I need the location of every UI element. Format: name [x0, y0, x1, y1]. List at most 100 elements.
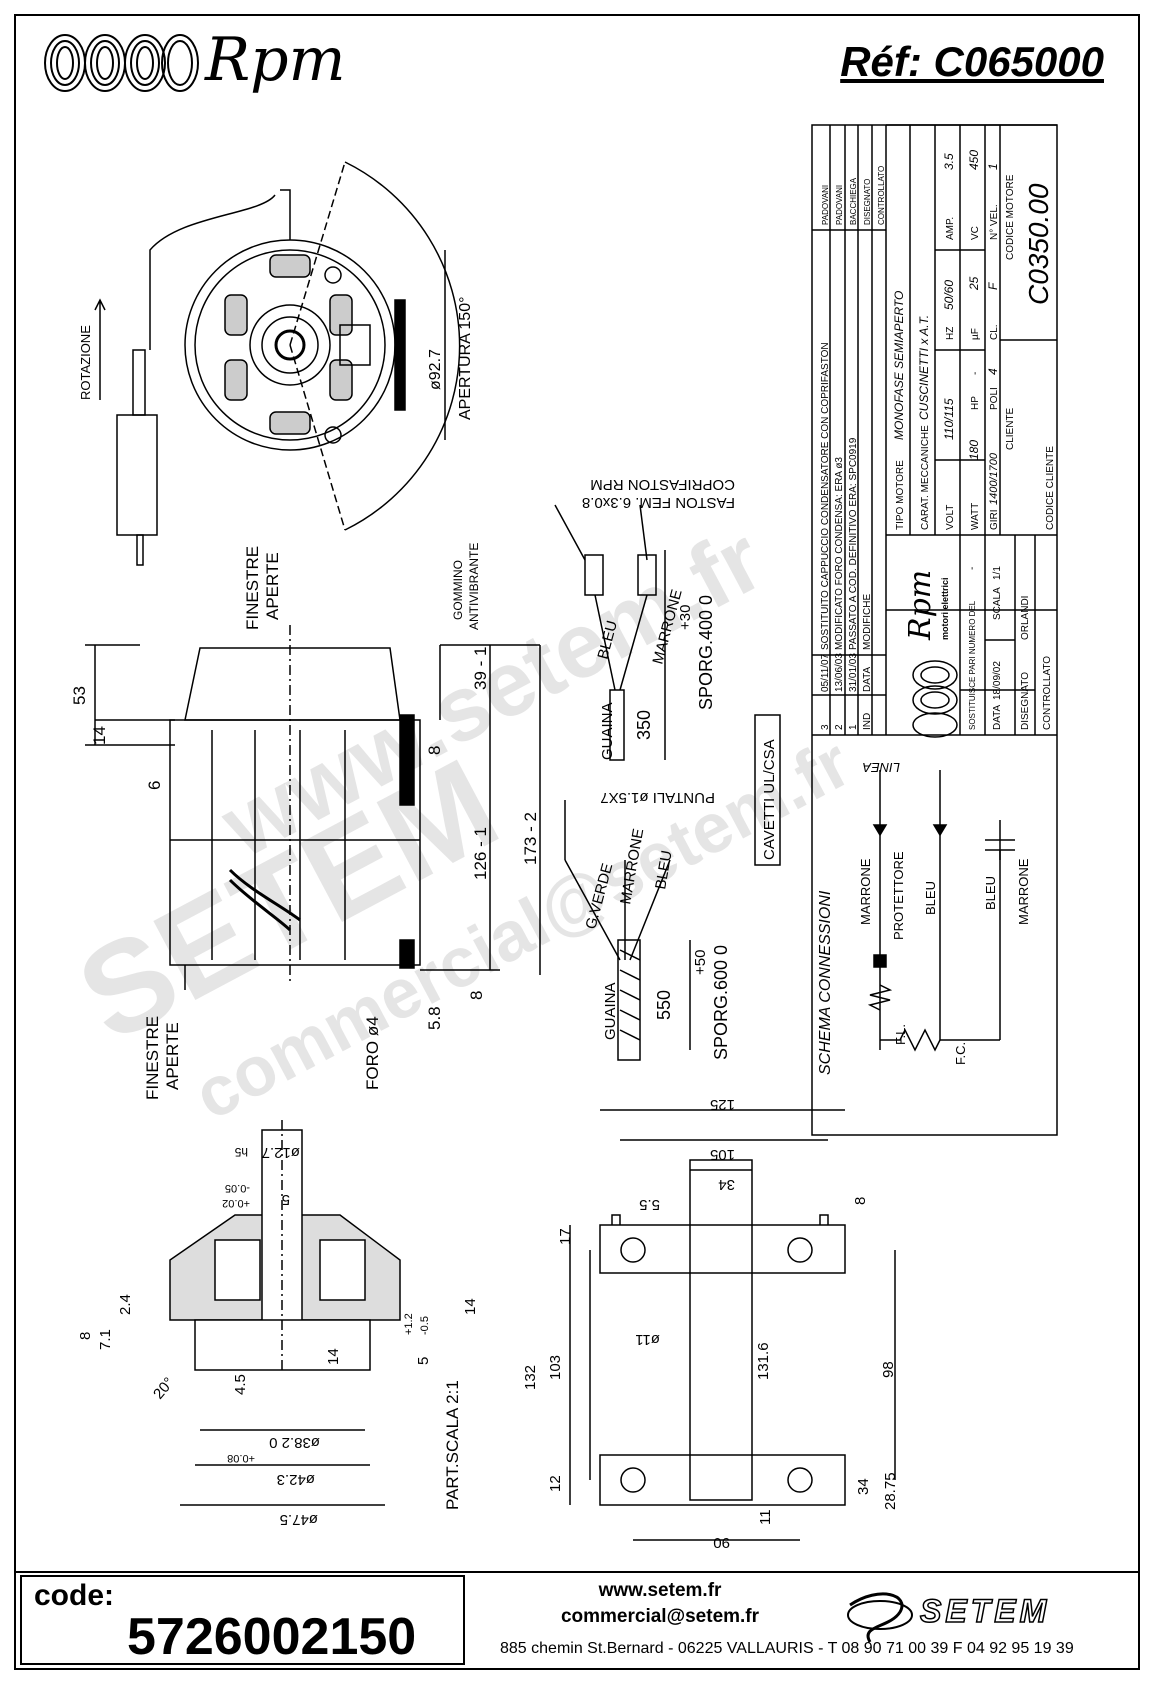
bracket-132: 132 [522, 1365, 539, 1390]
nvel-value: 1 [986, 163, 1000, 170]
data-label: DATA [992, 704, 1003, 730]
side-dim-14: 14 [90, 726, 109, 745]
hp-label: HP [970, 396, 981, 410]
sostituisce-value: - [967, 567, 978, 570]
upper-wire-harness [554, 504, 666, 761]
tb-rpm-brand: Rpm [903, 570, 938, 641]
title-block-frame [811, 124, 1058, 1136]
controllato-label: CONTROLLATO [1042, 656, 1053, 730]
scala-label: SCALA [992, 587, 1003, 620]
code-value: 5726002150 [127, 1608, 417, 1666]
upper-wire-labels: FASTON FEM. 6.3x0.8 COPRIFASTON RPM BLEU… [582, 476, 735, 760]
bearing-d475: ø47.5 [280, 1511, 318, 1528]
lower-wire-labels: PUNTALI ø1.5X7 G.VERDE MARRONE BLEU GUAI… [582, 789, 731, 1060]
amp-label: AMP. [945, 217, 956, 240]
bearing-20deg: 20° [150, 1374, 178, 1402]
schema-labels: SCHEMA CONNESSIONI LINEA MARRONE PROTETT… [817, 760, 1031, 1075]
bracket-labels: 125 105 34 5.5 8 17 ø11 131.6 98 132 103… [522, 1096, 899, 1551]
lower-guaina: GUAINA [602, 982, 619, 1040]
tb-rpm-coil-icon [912, 660, 958, 738]
schema-marrone2: MARRONE [1016, 858, 1031, 925]
watt-value: 180 [967, 440, 981, 460]
side-dim-173: 173 - 2 [521, 812, 540, 865]
email-link[interactable]: commercial@setem.fr [560, 1606, 760, 1627]
disegnato-value: ORLANDI [1020, 596, 1031, 640]
side-windows-bottom-1: FINESTRE [143, 1016, 162, 1100]
bracket-1316: 131.6 [755, 1342, 772, 1380]
watt-label: WATT [970, 503, 981, 530]
uf-label: µF [970, 328, 981, 340]
tipo-label: TIPO MOTORE [895, 460, 906, 530]
bearing-d423: ø42.3 [277, 1471, 315, 1488]
bracket-98: 98 [880, 1361, 897, 1378]
volt-value: 110/115 [942, 398, 956, 440]
footer-divider [14, 1571, 1140, 1573]
uf-value: 25 [967, 276, 981, 291]
side-dim-6: 6 [145, 781, 164, 790]
rev-2-date: 13/06/03 [834, 653, 845, 692]
website-link[interactable]: www.setem.fr [598, 1580, 722, 1601]
schema-fc: F.C. [953, 1042, 968, 1065]
bearing-part-scale: PART.SCALA 2:1 [443, 1380, 462, 1510]
rev-head-date: DATA [862, 666, 873, 692]
bearing-5b: 5 [415, 1357, 432, 1365]
bracket-34b: 34 [855, 1478, 872, 1495]
address-line: 885 chemin St.Bernard - 06225 VALLAURIS … [500, 1640, 1074, 1657]
upper-bleu: BLEU [594, 619, 621, 661]
rev-1-text: PASSATO A COD. DEFINITIVO ERA: SPC0919 [848, 437, 859, 650]
lower-len: 550 [654, 990, 674, 1020]
side-dim-126: 126 - 1 [471, 827, 490, 880]
tipo-value: MONOFASE SEMIAPERTO [892, 291, 906, 440]
rev-3-text: SOSTITUITO CAPPUCCIO CONDENSATORE CON CO… [820, 342, 831, 650]
bearing-h5: h5 [234, 1145, 248, 1159]
rev-head-n: IND [862, 713, 873, 730]
side-view-labels: FINESTRE APERTE GOMMINO ANTIVIBRANTE 53 … [70, 543, 540, 1100]
schema-protettore: PROTETTORE [891, 851, 906, 940]
rev-3-n: 3 [820, 724, 831, 730]
bracket-17: 17 [557, 1228, 574, 1245]
codice-cliente-label: CODICE CLIENTE [1045, 446, 1056, 530]
schema-fl: F.L. [893, 1024, 908, 1045]
lower-gverde: G.VERDE [582, 861, 616, 931]
side-windows-top-2: APERTE [263, 552, 282, 620]
rpm-logo-icon [44, 34, 199, 92]
connection-schema [867, 770, 1015, 1052]
setem-logo-text: SETEM [920, 1593, 1050, 1629]
rev-controllato: CONTROLLATO [877, 166, 886, 225]
upper-sporg: SPORG.400 0 [696, 595, 716, 710]
cl-value: F [986, 282, 1000, 290]
rev-1-date: 31/01/03 [848, 653, 859, 692]
bearing-tol4: -0.5 [419, 1316, 431, 1335]
bracket-11: 11 [757, 1509, 774, 1525]
bearing-tol1: +0.02 [222, 1197, 250, 1209]
lower-bleu: BLEU [652, 849, 676, 891]
brand-wordmark: Rpm [205, 25, 346, 95]
hz-value: 50/60 [942, 280, 956, 310]
drawing-sheet [14, 14, 1140, 1670]
side-dim-39: 39 - 1 [471, 647, 490, 690]
vc-label: VC [970, 226, 981, 240]
cavetti-box: CAVETTI UL/CSA [754, 714, 781, 866]
upper-coprifaston: COPRIFASTON RPM [590, 476, 735, 493]
schema-linea: LINEA [862, 760, 900, 775]
amp-value: 3.5 [942, 153, 956, 170]
upper-len: 350 [634, 710, 654, 740]
rev-2-n: 2 [834, 724, 845, 730]
codice-motore-label: CODICE MOTORE [1005, 174, 1016, 260]
side-windows-bottom-2: APERTE [163, 1022, 182, 1090]
bracket-8: 8 [852, 1197, 869, 1205]
diameter-label: ø92.7 [427, 349, 444, 390]
bearing-5: 5 [282, 1191, 290, 1208]
side-dim-8a: 8 [425, 746, 444, 755]
code-label: code: [34, 1579, 115, 1612]
rev-3-date: 05/11/07 [820, 653, 831, 692]
bearing-45: 4.5 [232, 1374, 249, 1395]
bearing-71: 7.1 [97, 1329, 114, 1350]
disegnato-label: DISEGNATO [1020, 672, 1031, 730]
hz-label: HZ [945, 327, 956, 340]
data-value: 18/09/02 [992, 661, 1003, 700]
motor-side-view [85, 625, 541, 990]
contact-block: www.setem.fr commercial@setem.fr [560, 1578, 760, 1630]
codice-motore-value: C0350.00 [1023, 183, 1054, 305]
